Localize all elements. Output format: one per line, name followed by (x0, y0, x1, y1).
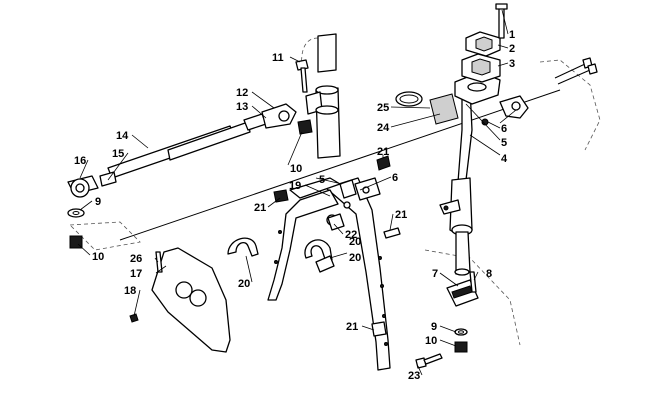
nut-21-a (376, 155, 391, 171)
callout-7: 7 (432, 268, 438, 280)
callout-4: 4 (501, 153, 508, 165)
callout-21-left: 21 (254, 202, 266, 214)
callout-11: 11 (272, 52, 284, 64)
callout-2: 2 (509, 43, 515, 55)
callout-21-bottom: 21 (346, 321, 358, 333)
handlebar-bolts (554, 57, 598, 85)
leader-lines (77, 9, 517, 376)
bolt-11 (295, 59, 309, 93)
callout-5-right: 5 (501, 137, 507, 149)
u-bolts (227, 237, 335, 273)
upper-clamp-assembly (454, 3, 508, 105)
callout-17: 17 (130, 268, 142, 280)
callout-10-left: 10 (92, 251, 104, 263)
callout-20-mid: 20 (349, 236, 361, 248)
callout-9-left: 9 (95, 196, 101, 208)
callout-21-right: 21 (395, 209, 407, 221)
bolt-21-d (371, 321, 387, 337)
support-tube (305, 33, 341, 159)
main-frame (267, 177, 391, 371)
callout-18: 18 (124, 285, 136, 297)
shield-plate (129, 247, 231, 353)
callout-19: 19 (289, 180, 301, 192)
callout-15: 15 (112, 148, 124, 160)
bolt-21-c (383, 227, 401, 239)
nut-21-b (273, 189, 289, 203)
callout-16: 16 (74, 155, 86, 167)
callout-22: 22 (345, 229, 357, 241)
callout-13: 13 (236, 101, 248, 113)
callout-14: 14 (116, 130, 129, 142)
steering-axis-line (119, 89, 561, 241)
center-bracket (339, 177, 381, 201)
callout-20-right: 20 (349, 252, 361, 264)
nut-10-center (297, 119, 313, 135)
washer-and-nut-left (67, 208, 85, 249)
handlebar-clamp (481, 95, 529, 126)
callout-10-right: 10 (425, 335, 437, 347)
callout-3: 3 (509, 58, 515, 70)
callout-24: 24 (377, 122, 390, 134)
callout-10-center: 10 (290, 163, 302, 175)
callout-25: 25 (377, 102, 389, 114)
callout-26: 26 (130, 253, 142, 265)
callout-labels: 1 2 3 4 5 5 6 6 7 8 9 9 10 10 10 11 12 1… (74, 29, 515, 382)
callout-21-top: 21 (377, 146, 389, 158)
callout-5-center: 5 (319, 174, 325, 186)
callout-23: 23 (408, 370, 420, 382)
callout-20-left: 20 (238, 278, 250, 290)
tie-rod (67, 103, 297, 198)
callout-6-right: 6 (501, 123, 507, 135)
callout-1: 1 (509, 29, 515, 41)
snap-ring-and-decal (395, 91, 459, 125)
callout-12: 12 (236, 87, 248, 99)
washer-22 (327, 213, 345, 231)
callout-9-right: 9 (431, 321, 437, 333)
callout-6-center: 6 (392, 172, 398, 184)
bolt-23 (415, 353, 443, 369)
steering-post (439, 87, 473, 276)
callout-8: 8 (486, 268, 492, 280)
lower-bracket (446, 271, 479, 353)
